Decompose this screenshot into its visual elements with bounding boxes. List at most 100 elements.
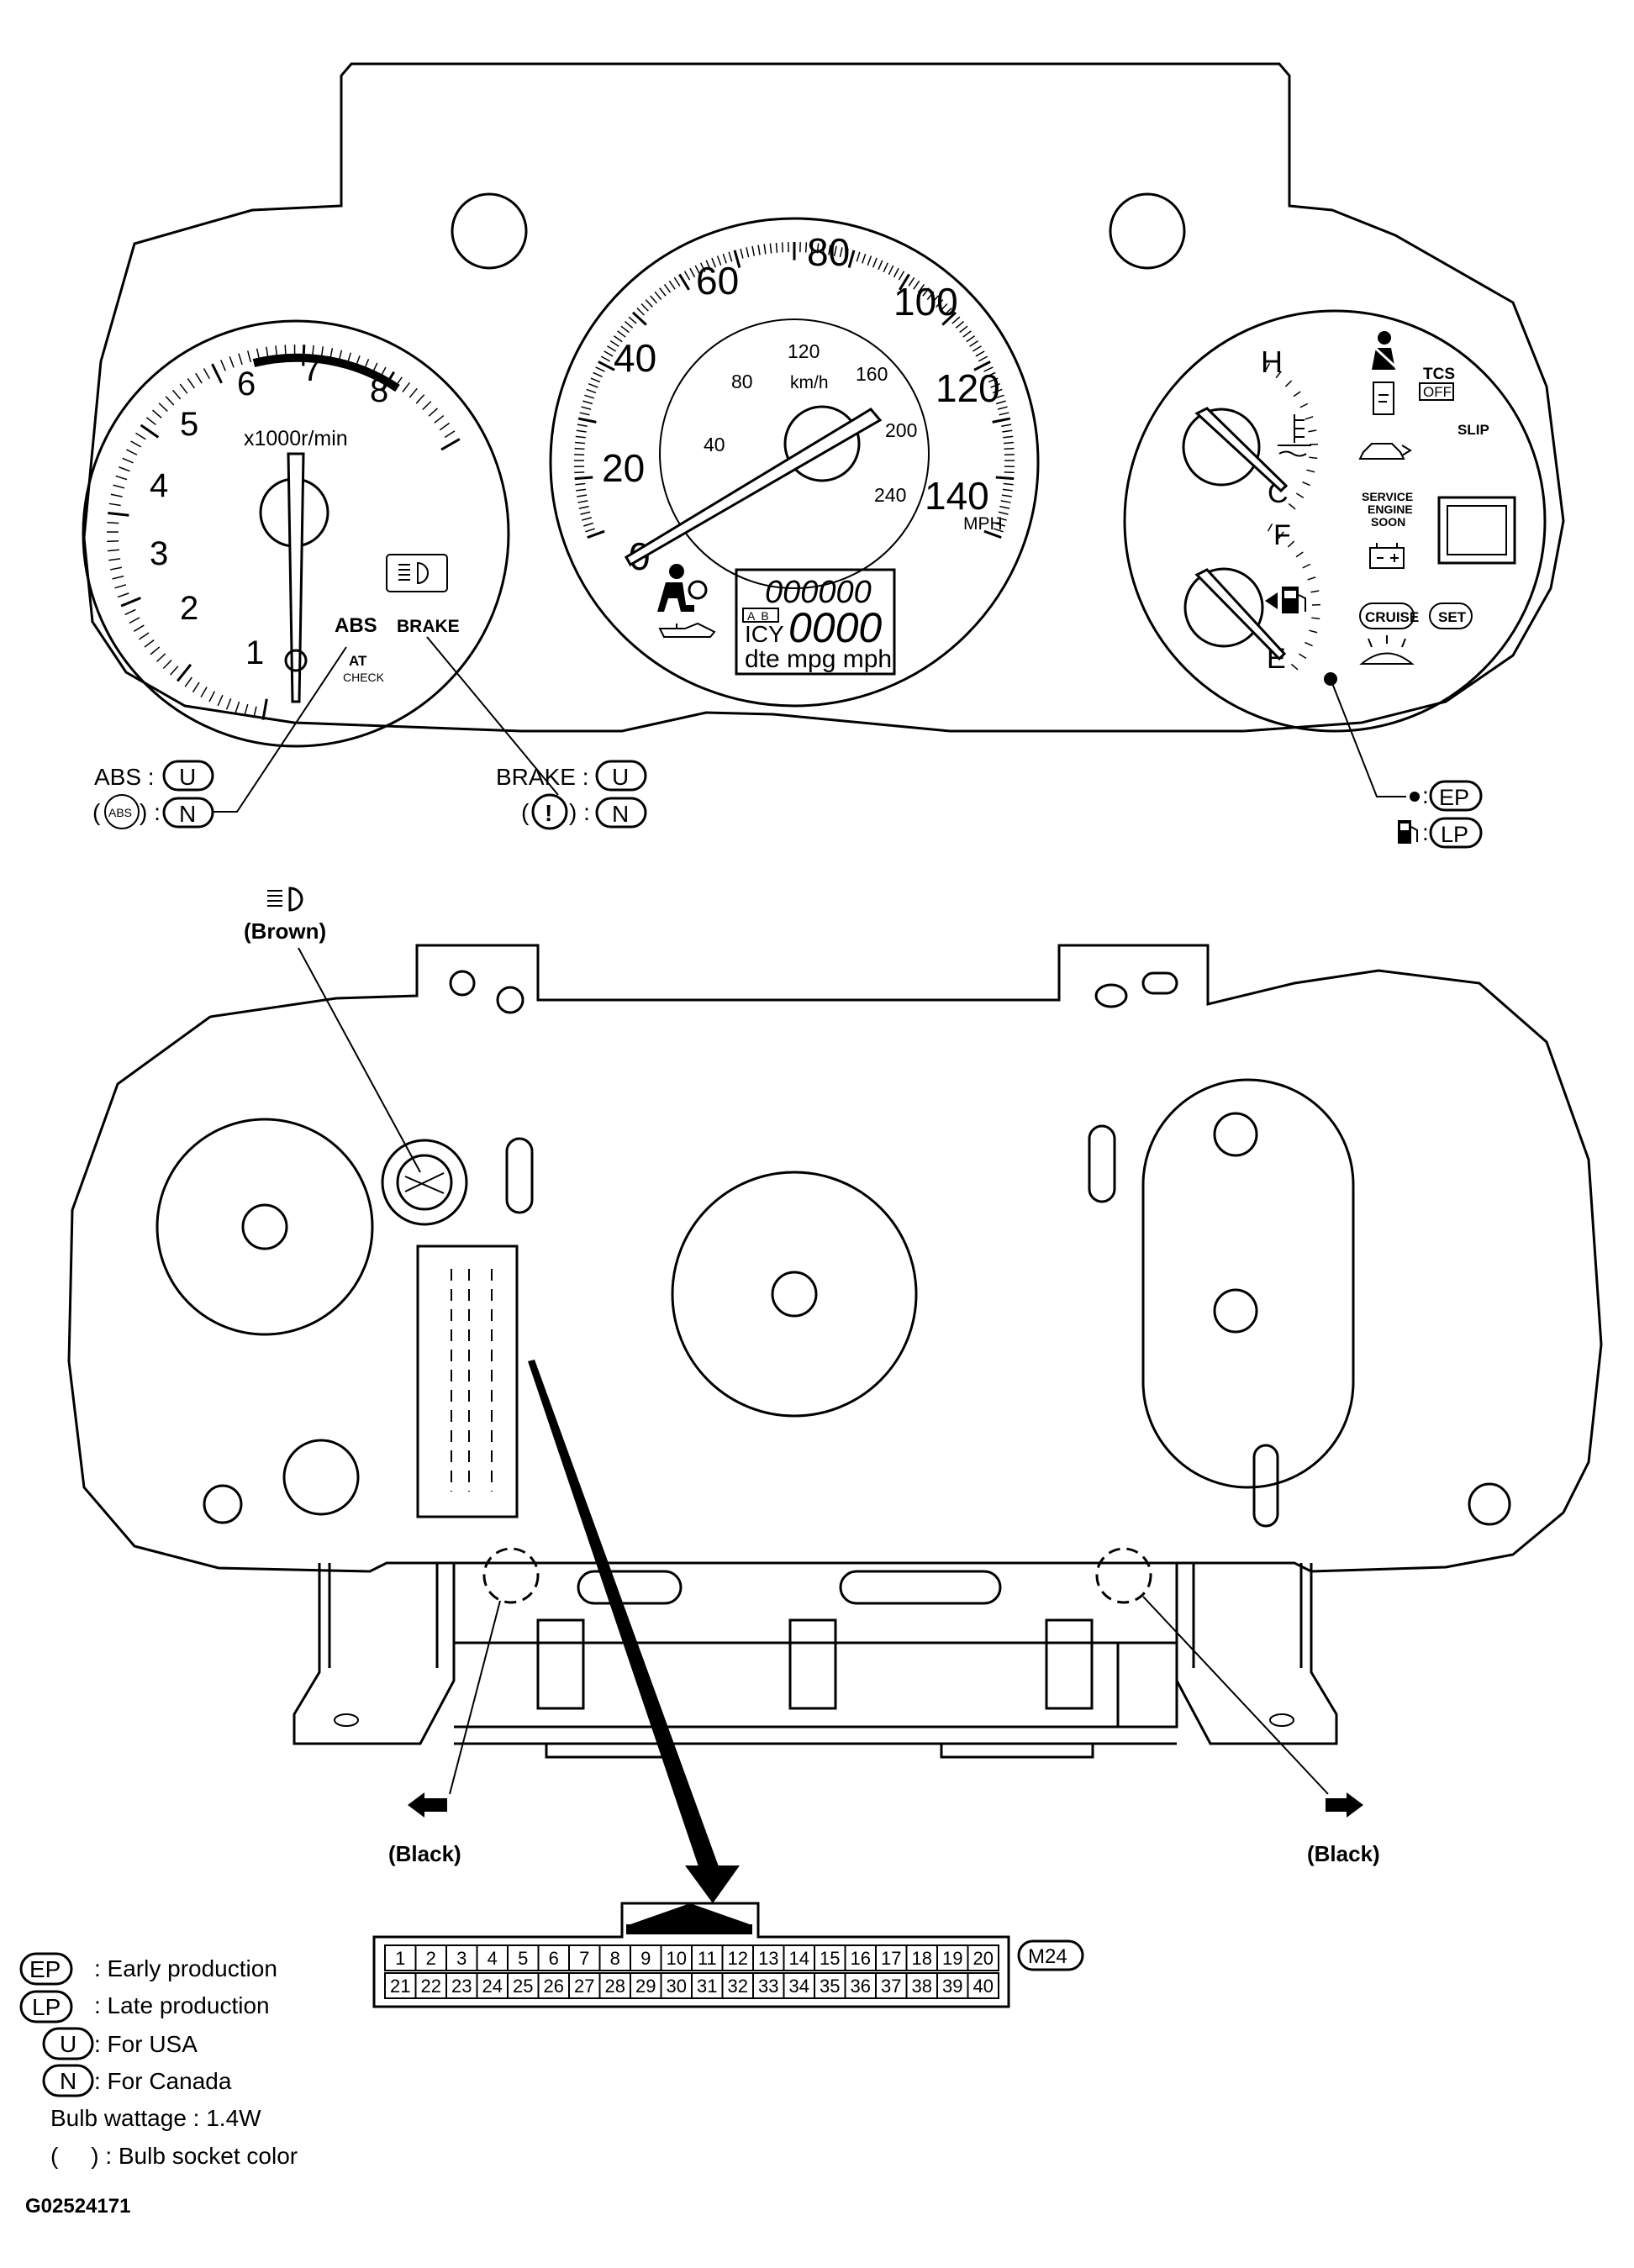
scale-tick xyxy=(115,475,128,481)
connector-pin-cell xyxy=(967,1972,999,1999)
connector-pin-number: 19 xyxy=(942,1948,962,1969)
scale-tick xyxy=(107,522,119,524)
odometer-display xyxy=(735,568,896,676)
kmh-unit-label: km/h xyxy=(790,373,829,392)
connector-pin-number: 18 xyxy=(912,1948,932,1969)
scale-tick xyxy=(1302,481,1310,487)
kmh-number-120: 120 xyxy=(788,340,820,362)
scale-tick xyxy=(129,617,140,624)
abs-callout-code: U xyxy=(179,764,196,790)
odometer-value: 000000 xyxy=(765,575,872,610)
scale-tick xyxy=(673,276,681,287)
connector-pin-cell xyxy=(630,1972,662,1999)
scale-tick xyxy=(973,360,991,371)
speed-hub xyxy=(783,405,861,482)
scale-tick xyxy=(888,265,894,276)
scale-tick xyxy=(878,260,883,271)
svg-text::: : xyxy=(1422,819,1429,845)
kmh-number-80: 80 xyxy=(731,371,753,392)
rear-tach-disc xyxy=(155,1118,374,1336)
headlight-high-beam-icon-callout xyxy=(267,887,303,912)
brake-symbol-code: N xyxy=(612,801,629,827)
connector-pin-number: 27 xyxy=(574,1976,594,1997)
tach-needle xyxy=(287,452,305,703)
mph-number-100: 100 xyxy=(893,280,958,324)
tcs-off-label: OFF xyxy=(1423,384,1452,400)
scale-tick xyxy=(775,242,778,253)
scale-tick xyxy=(962,330,972,338)
scale-tick xyxy=(124,608,136,616)
brake-callout: BRAKE : U ( ! ) : N xyxy=(426,636,647,830)
brake-symbol: ! xyxy=(545,800,552,826)
scale-tick xyxy=(740,248,744,259)
scale-tick xyxy=(600,355,611,362)
scale-tick xyxy=(187,377,195,389)
connector-pin-cell xyxy=(414,1972,447,1999)
scale-tick xyxy=(109,566,123,571)
scale-tick xyxy=(930,295,939,304)
seatbelt-icon xyxy=(1372,331,1399,370)
scale-tick xyxy=(893,267,899,278)
connector-pin-cell xyxy=(630,1944,662,1971)
connector-pin-number: 39 xyxy=(942,1976,962,1997)
connector-pin-number: 20 xyxy=(973,1948,994,1969)
temp-scale-ticks xyxy=(1264,363,1318,510)
scale-tick xyxy=(659,287,667,297)
scale-tick xyxy=(839,247,843,258)
rear-right-oval xyxy=(1141,1078,1355,1489)
scale-tick xyxy=(972,345,982,352)
scale-tick xyxy=(1284,380,1293,387)
scale-tick xyxy=(440,438,461,451)
scale-tick xyxy=(636,308,645,316)
scale-tick xyxy=(217,694,224,707)
fuel-pump-icon-callout xyxy=(1398,820,1418,844)
fuel-f-label: F xyxy=(1273,519,1291,551)
svg-text:) :: ) : xyxy=(140,799,161,825)
connector-pin-number: 10 xyxy=(667,1948,687,1969)
scale-tick xyxy=(120,597,141,608)
scale-tick xyxy=(1003,435,1014,439)
brake-callout-code: U xyxy=(612,764,629,790)
svg-text::: : xyxy=(1422,782,1429,808)
scale-tick xyxy=(108,503,121,507)
service-engine-soon-3: SOON xyxy=(1371,515,1405,529)
tach-number-7: 7 xyxy=(303,351,321,388)
door-icon xyxy=(1373,382,1394,415)
abs-indicator-label: ABS xyxy=(335,614,377,637)
abs-symbol: ABS xyxy=(108,806,132,819)
scale-tick xyxy=(1306,469,1315,473)
scale-tick xyxy=(1267,524,1273,532)
scale-tick xyxy=(579,412,590,416)
connector-pin-number: 38 xyxy=(912,1976,932,1997)
legend-lp-text: : Late production xyxy=(94,1992,270,2018)
scale-tick xyxy=(978,355,988,362)
scale-tick xyxy=(439,422,451,431)
scale-tick xyxy=(751,245,756,256)
rear-housing-outline xyxy=(67,944,1603,1573)
scale-tick xyxy=(112,575,124,580)
scale-tick xyxy=(689,267,696,278)
abs-callout-label: ABS : xyxy=(94,764,155,790)
scale-tick xyxy=(936,299,944,308)
ep-callout-code: EP xyxy=(1439,785,1469,810)
scale-tick xyxy=(975,350,985,357)
scale-tick xyxy=(941,311,957,326)
fuel-needle xyxy=(1194,568,1287,661)
scale-tick xyxy=(620,325,630,334)
ground-point-right xyxy=(1095,1547,1152,1604)
lp-callout-code: LP xyxy=(1441,822,1468,847)
scale-tick xyxy=(856,251,861,262)
brake-indicator-label: BRAKE xyxy=(397,617,460,636)
brown-callout: (Brown) xyxy=(244,887,421,1173)
connector-pin-number: 17 xyxy=(881,1948,901,1969)
scale-tick xyxy=(575,482,586,486)
scale-tick xyxy=(595,366,605,372)
kmh-number-240: 240 xyxy=(874,484,906,506)
scale-tick xyxy=(631,311,647,326)
scale-tick xyxy=(577,500,588,503)
abs-callout: ABS : U ( ABS ) : N xyxy=(92,646,347,829)
scale-tick xyxy=(1308,429,1317,433)
scale-tick xyxy=(576,488,587,492)
connector-pin-number: 29 xyxy=(635,1976,656,1997)
